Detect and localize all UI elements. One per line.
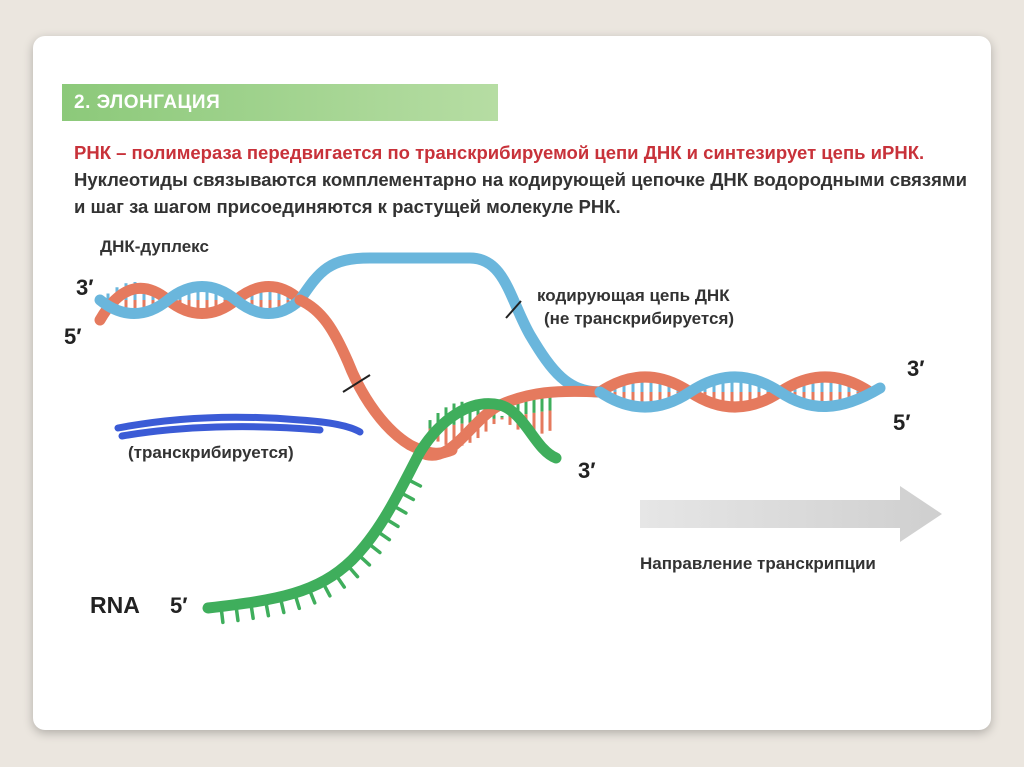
template-strand-label: (транскрибируется) bbox=[128, 443, 294, 462]
rna-5-end-label: 5′ bbox=[170, 593, 188, 618]
direction-label: Направление транскрипции bbox=[640, 554, 876, 573]
coding-strand-label-1: кодирующая цепь ДНК bbox=[537, 286, 730, 305]
left-bottom-end-label: 5′ bbox=[64, 324, 82, 349]
rna-strand-tail bbox=[208, 452, 420, 608]
rna-nucleotide bbox=[236, 605, 238, 621]
left-top-end-label: 3′ bbox=[76, 275, 94, 300]
right-bottom-end-label: 5′ bbox=[893, 410, 911, 435]
coding-strand-label-2: (не транскрибируется) bbox=[544, 309, 734, 328]
redaction-scribble bbox=[118, 417, 360, 436]
rna-nucleotide bbox=[221, 606, 223, 622]
right-top-end-label: 3′ bbox=[907, 356, 925, 381]
direction-arrow bbox=[640, 486, 942, 542]
duplex-label: ДНК-дуплекс bbox=[100, 237, 209, 256]
rna-nucleotide bbox=[251, 602, 253, 618]
rna-label: RNA bbox=[90, 592, 140, 618]
rna-3-end-label: 3′ bbox=[578, 458, 596, 483]
